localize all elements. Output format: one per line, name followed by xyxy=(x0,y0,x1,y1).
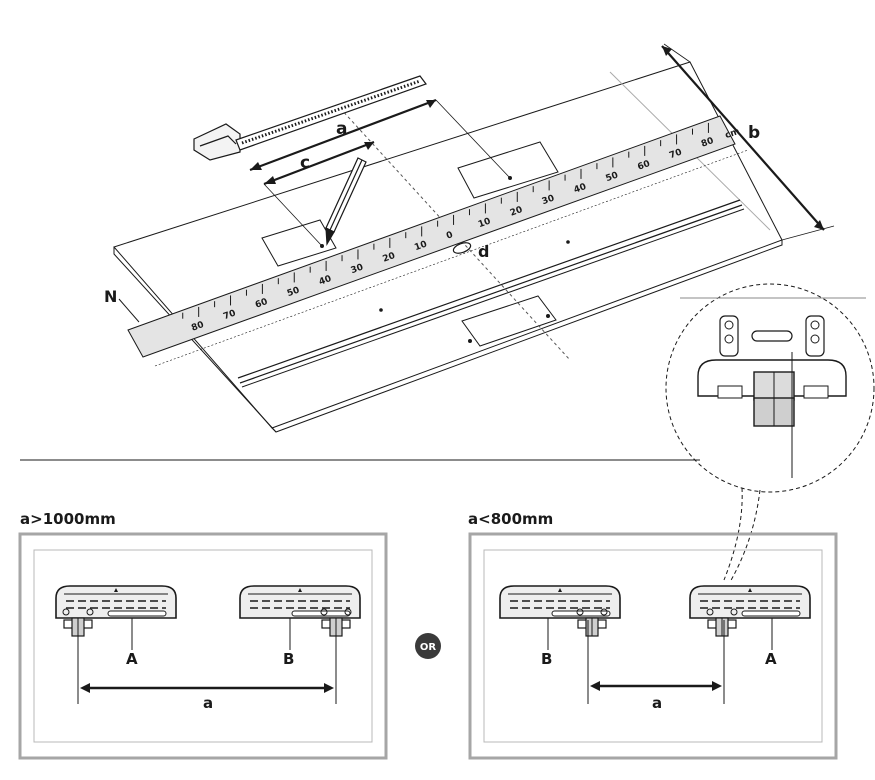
dimension-c xyxy=(263,140,375,248)
bracket-b-right xyxy=(499,585,621,637)
ruler-label: 30 xyxy=(541,194,556,208)
ruler-label: 50 xyxy=(286,286,301,300)
panel-right xyxy=(468,532,838,760)
ruler: 80 70 60 50 40 30 20 10 0 10 20 30 40 50 60 70 80 cm xyxy=(127,115,749,367)
svg-text:OR: OR xyxy=(420,642,437,653)
label-c: c xyxy=(300,153,310,173)
condition-left-label: a>1000mm xyxy=(20,510,116,528)
bracket-label-b-right: B xyxy=(541,650,552,668)
ruler-label: 10 xyxy=(413,240,428,254)
label-n: N xyxy=(104,287,117,306)
bracket-a-left xyxy=(55,585,177,637)
zoom-connector xyxy=(723,487,761,583)
or-badge: OR xyxy=(415,633,441,659)
dimension-a xyxy=(249,98,512,180)
panel-left xyxy=(18,532,388,760)
dimension-a-left-label: a xyxy=(203,694,213,712)
bracket-label-b-left: B xyxy=(283,650,294,668)
ruler-label: 60 xyxy=(254,297,269,311)
ruler-label: 70 xyxy=(222,309,237,323)
ruler-label: 40 xyxy=(573,182,588,196)
ruler-label: 20 xyxy=(381,251,396,265)
dimension-b xyxy=(661,43,835,241)
tape-measure-icon xyxy=(193,75,427,161)
bracket-label-a-left: A xyxy=(126,650,138,668)
ruler-label: 10 xyxy=(477,217,492,231)
ruler-label: 40 xyxy=(318,274,333,288)
dimension-a-right-label: a xyxy=(652,694,662,712)
condition-right-label: a<800mm xyxy=(468,510,553,528)
ruler-label: 80 xyxy=(190,320,205,334)
bracket-label-a-right: A xyxy=(765,650,777,668)
bracket-b-left xyxy=(239,585,361,637)
dimension-a-right xyxy=(587,620,725,704)
ruler-label-zero: 0 xyxy=(445,230,454,242)
label-n-leader xyxy=(118,298,140,323)
ruler-label: 70 xyxy=(668,148,683,162)
ruler-label: 80 xyxy=(700,136,715,150)
center-mark-d xyxy=(452,242,472,254)
pencil-icon xyxy=(325,157,367,247)
label-b: b xyxy=(748,123,760,143)
ruler-label: 50 xyxy=(604,171,619,185)
bracket-detail-zoom xyxy=(665,283,875,493)
dimension-a-left xyxy=(77,620,337,704)
ruler-label: 60 xyxy=(636,159,651,173)
ruler-label: 30 xyxy=(350,263,365,277)
ruler-unit-label: cm xyxy=(724,127,741,141)
label-a: a xyxy=(336,119,347,139)
bracket-a-right xyxy=(689,585,811,637)
label-d: d xyxy=(478,242,489,261)
ruler-label: 20 xyxy=(509,205,524,219)
